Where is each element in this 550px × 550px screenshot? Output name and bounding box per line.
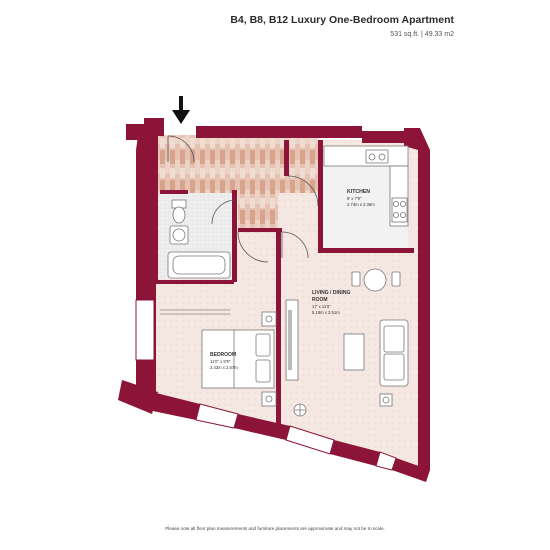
disclaimer: Please note all floor plan measurements …: [165, 526, 385, 531]
bedroom-dims-imperial: 11'0" x 8'9": [210, 359, 231, 364]
kitchen-fixtures: [323, 145, 409, 227]
kitchen-dims-metric: 2.74m x 2.36m: [347, 202, 375, 207]
living-name-line1: LIVING / DINING: [312, 290, 350, 296]
label-living: LIVING / DINING ROOM 17' x 11'6" 5.18m x…: [312, 290, 350, 315]
sofa: [379, 319, 409, 387]
entrance-arrow-icon: [172, 96, 190, 124]
label-kitchen: KITCHEN 9' x 7'9" 2.74m x 2.36m: [347, 189, 375, 207]
living-dims-metric: 5.18m x 3.51m: [312, 310, 340, 315]
kitchen-name: KITCHEN: [347, 189, 370, 195]
living-dims-imperial: 17' x 11'6": [312, 304, 331, 309]
doors: [167, 135, 319, 263]
bathroom-fixtures: [167, 199, 231, 279]
dining-set: [351, 268, 401, 292]
hob: [391, 197, 408, 223]
bedroom-furniture: [160, 309, 277, 407]
bedroom-name: BEDROOM: [210, 352, 236, 358]
kitchen-dims-imperial: 9' x 7'9": [347, 196, 362, 201]
bedroom-dims-metric: 3.43m x 2.67m: [210, 365, 238, 370]
page-title: B4, B8, B12 Luxury One-Bedroom Apartment: [230, 14, 454, 26]
living-name-line2: ROOM: [312, 297, 328, 303]
hallway-floor: [158, 135, 318, 193]
coffee-table: [343, 333, 365, 371]
living-furniture: [285, 268, 409, 417]
windows: [135, 299, 397, 471]
label-bedroom: BEDROOM 11'0" x 8'9" 3.43m x 2.67m: [210, 352, 238, 370]
hall-corridor-floor: [238, 193, 278, 233]
apartment-area: 531 sq.ft. | 49.33 m2: [390, 31, 454, 38]
